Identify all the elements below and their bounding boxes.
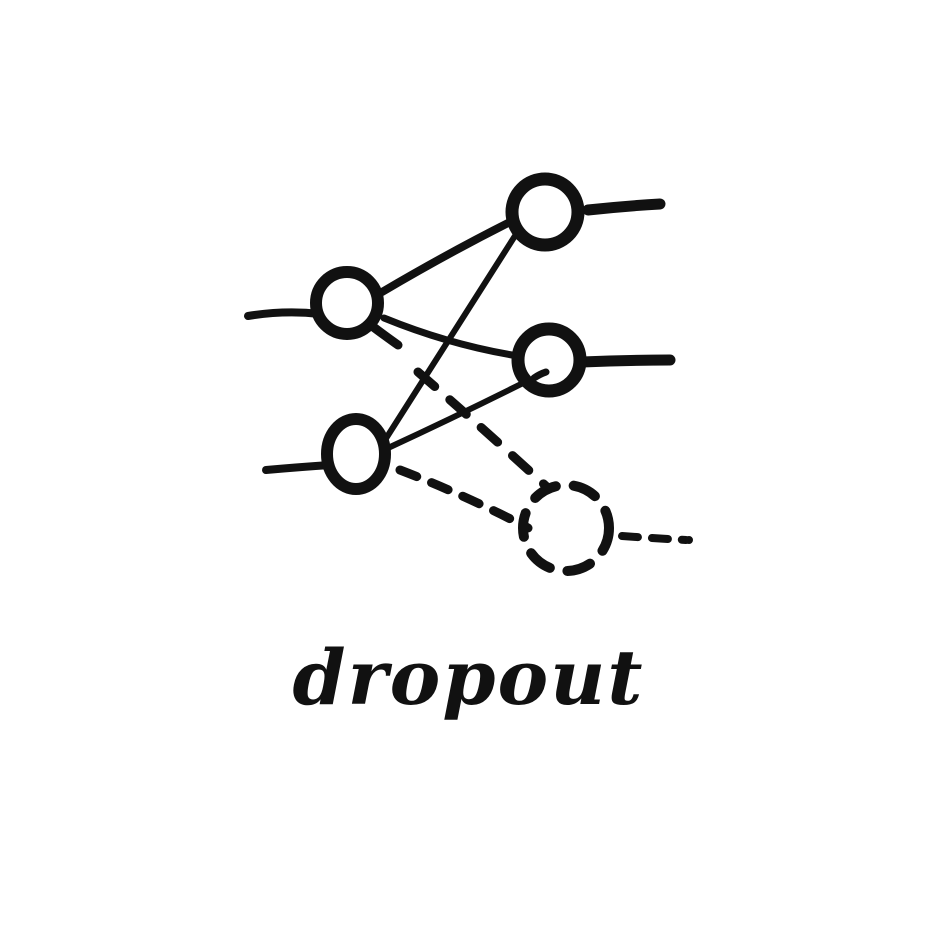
input-line-2 bbox=[262, 461, 334, 474]
output-neuron-2 bbox=[511, 322, 587, 398]
input-neuron-2 bbox=[321, 413, 391, 495]
output-line-3-dashed bbox=[618, 532, 690, 544]
dropped-neuron-trailing-dot bbox=[685, 536, 693, 544]
connection-in-1-out-3-dashed bbox=[413, 367, 553, 493]
connection-in-2-out-3-dashed bbox=[395, 465, 533, 533]
dropped-neuron bbox=[518, 480, 614, 576]
output-line-1 bbox=[582, 198, 666, 216]
output-line-2 bbox=[576, 354, 676, 368]
connection-in-1-out-1 bbox=[378, 216, 518, 296]
output-neuron-2-mark bbox=[530, 368, 550, 382]
output-neuron-1 bbox=[505, 172, 585, 252]
caption-dropout: dropout bbox=[292, 633, 645, 722]
input-line-1 bbox=[244, 308, 324, 320]
connection-in-2-out-1 bbox=[382, 225, 523, 443]
input-neuron-1-tail bbox=[367, 321, 403, 350]
input-neuron-1 bbox=[310, 266, 384, 340]
